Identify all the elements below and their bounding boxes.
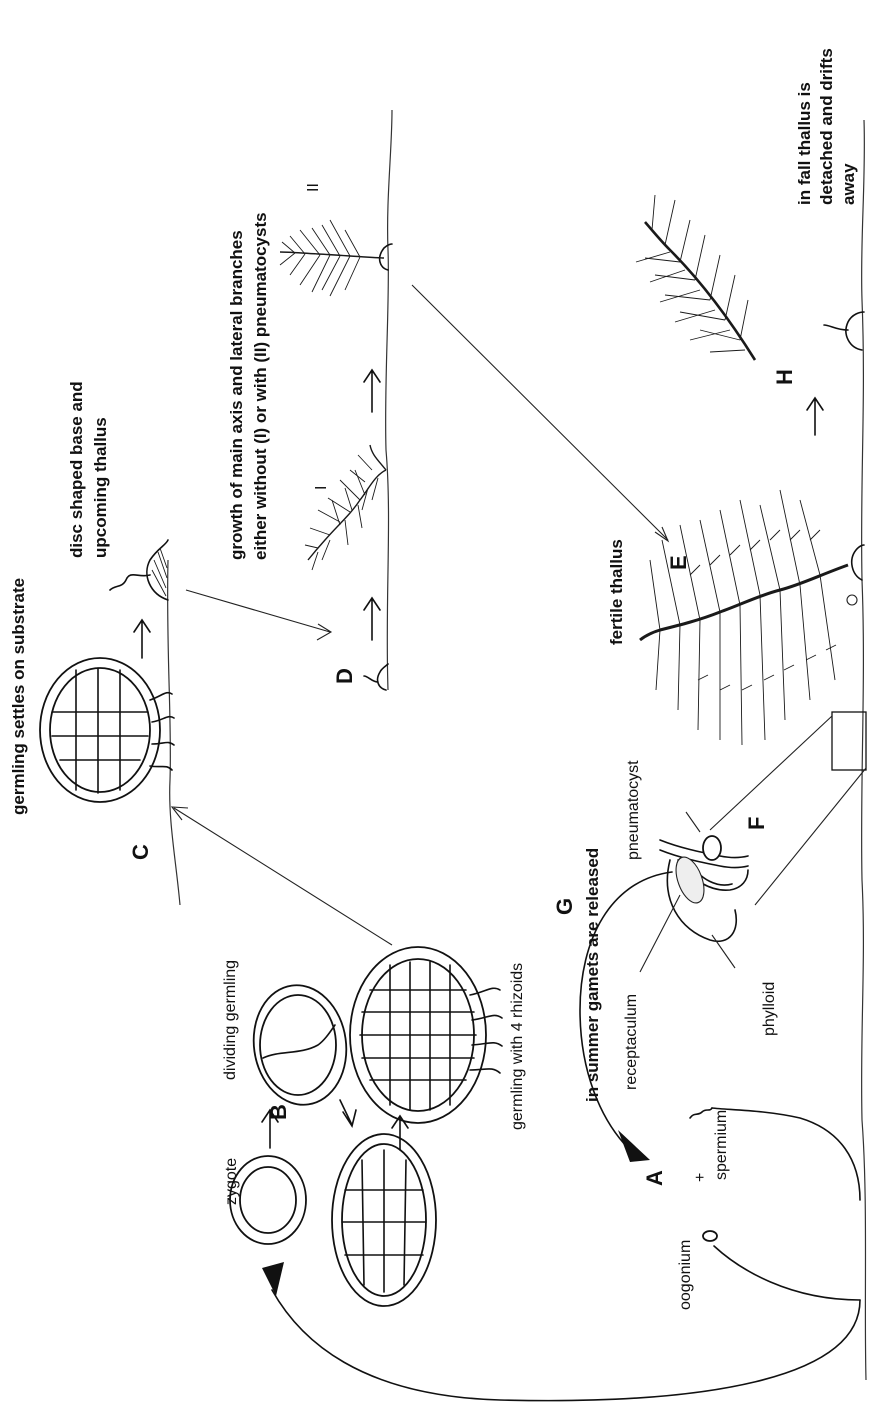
label-phylloid: phylloid — [761, 982, 778, 1036]
zoom-line-top — [710, 716, 832, 830]
label-fall: in fall thallus is detached and drifts a… — [795, 48, 858, 205]
svg-text:pneumatocyst: pneumatocyst — [625, 760, 642, 860]
zoom-line-bottom — [755, 768, 866, 905]
label-d: D — [332, 668, 357, 684]
thallus-without-pneumatocysts — [305, 445, 386, 570]
svg-text:spermium: spermium — [713, 1110, 730, 1180]
svg-text:+: + — [692, 1173, 709, 1182]
arrow-c-to-d — [186, 590, 331, 640]
svg-text:growth of main axis and later: growth of main axis and lateral branches — [227, 230, 246, 560]
label-zygote: zygote — [223, 1158, 240, 1205]
svg-text:G: G — [552, 898, 577, 915]
svg-text:receptaculum: receptaculum — [623, 994, 640, 1090]
detail-branch — [660, 836, 748, 941]
label-dividing-germling: dividing germling — [222, 960, 239, 1080]
arrow-d-to-e — [412, 285, 668, 541]
svg-text:H: H — [772, 369, 797, 385]
label-disc-base: disc shaped base and upcoming thallus — [67, 381, 110, 558]
arrow-e-to-h — [807, 398, 823, 435]
arrow-d-step2 — [364, 370, 380, 412]
dividing-germling-cell — [246, 979, 354, 1111]
thallus-with-pneumatocysts — [280, 220, 392, 296]
svg-text:F: F — [744, 817, 769, 830]
svg-text:dividing germling: dividing germling — [222, 960, 239, 1080]
label-e: E — [666, 555, 691, 570]
four-cell-germling — [332, 1134, 436, 1306]
detached-thallus — [636, 195, 755, 360]
oogonium-shape — [703, 1231, 717, 1241]
spermium-shape — [690, 1108, 712, 1118]
label-a: A — [642, 1170, 667, 1186]
germling-with-rhizoids — [350, 947, 502, 1123]
svg-text:E: E — [666, 555, 691, 570]
svg-text:in summer gamets are released: in summer gamets are released — [583, 848, 602, 1102]
label-plus: + — [692, 1173, 709, 1182]
svg-text:detached and drifts: detached and drifts — [817, 48, 836, 205]
svg-text:A: A — [642, 1170, 667, 1186]
label-spermium: spermium — [713, 1110, 730, 1180]
pointer-receptaculum — [640, 895, 680, 972]
label-i: I — [313, 486, 330, 490]
label-growth: growth of main axis and lateral branches… — [227, 212, 270, 560]
svg-text:II: II — [305, 183, 322, 192]
fusion-line-oogonium — [714, 1246, 860, 1300]
substrate-line-d — [386, 110, 392, 690]
label-germling-settles: germling settles on substrate — [9, 578, 28, 815]
label-c: C — [128, 844, 153, 860]
label-receptaculum: receptaculum — [623, 994, 640, 1090]
svg-text:disc shaped base and: disc shaped base and — [67, 381, 86, 558]
label-b: B — [266, 1104, 291, 1120]
zygote-cell — [230, 1156, 306, 1244]
arrow-dividing-to-four-cell — [340, 1100, 356, 1126]
substrate-line-c — [168, 560, 180, 905]
label-h: H — [772, 369, 797, 385]
arrow-germling-to-c — [172, 807, 392, 945]
fusion-line-spermium — [712, 1108, 860, 1200]
arrow-d-step1 — [364, 598, 380, 640]
arrow-c-to-disc — [134, 620, 150, 658]
label-fertile-thallus: fertile thallus — [607, 539, 626, 645]
substrate-line-e — [862, 120, 866, 1380]
svg-text:D: D — [332, 668, 357, 684]
svg-text:in fall thallus is: in fall thallus is — [795, 82, 814, 205]
svg-text:upcoming thallus: upcoming thallus — [91, 417, 110, 558]
fertile-thallus-plant — [640, 490, 864, 745]
pneumatocyst-shape — [703, 836, 721, 860]
label-f: F — [744, 817, 769, 830]
arrow-g-head — [618, 1130, 650, 1162]
disc-shaped-base — [110, 540, 168, 600]
svg-text:either without (I) or with (II: either without (I) or with (II) pneumato… — [251, 212, 270, 560]
label-germling-rhizoids: germling with 4 rhizoids — [509, 963, 526, 1130]
arrow-a-to-zygote — [272, 1290, 860, 1401]
svg-text:phylloid: phylloid — [761, 982, 778, 1036]
svg-text:zygote: zygote — [223, 1158, 240, 1205]
young-thallus-small — [364, 664, 388, 690]
label-pneumatocyst: pneumatocyst — [625, 760, 642, 860]
svg-text:germling settles on substrate: germling settles on substrate — [9, 578, 28, 815]
label-oogonium: oogonium — [677, 1240, 694, 1310]
svg-text:fertile thallus: fertile thallus — [607, 539, 626, 645]
receptaculum-shape — [671, 853, 710, 906]
label-g: G — [552, 898, 577, 915]
svg-text:away: away — [839, 163, 858, 205]
remaining-disc-base — [824, 312, 864, 350]
svg-text:germling with 4 rhizoids: germling with 4 rhizoids — [509, 963, 526, 1130]
label-summer-gametes: in summer gamets are released — [583, 848, 602, 1102]
settled-germling — [40, 658, 174, 802]
pointer-pneumatocyst — [686, 812, 700, 832]
svg-text:B: B — [266, 1104, 291, 1120]
label-ii: II — [305, 183, 322, 192]
zoom-box — [832, 712, 866, 770]
svg-text:oogonium: oogonium — [677, 1240, 694, 1310]
svg-text:C: C — [128, 844, 153, 860]
svg-text:I: I — [313, 486, 330, 490]
